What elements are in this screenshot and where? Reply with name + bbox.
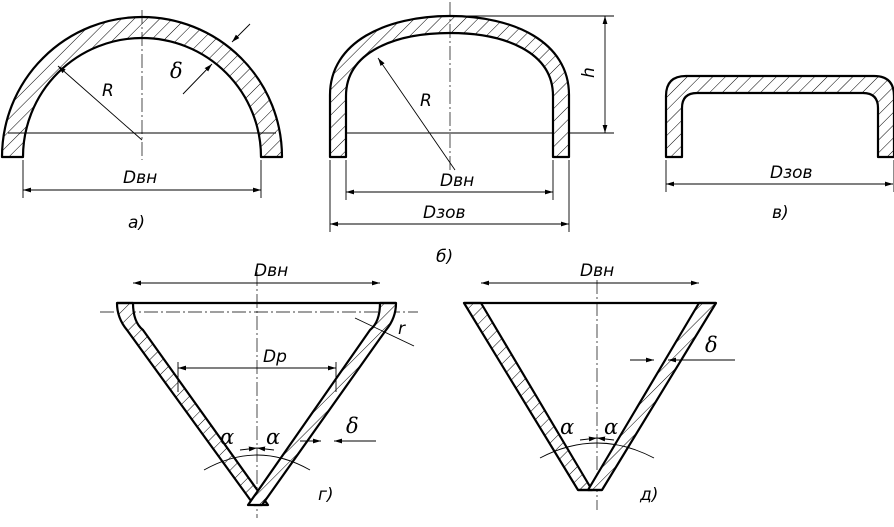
figure-d-left-wall xyxy=(462,301,594,492)
figure-v-wall xyxy=(664,74,894,159)
figure-d-alpha-left: α xyxy=(560,415,574,439)
figure-a-diameter-label: Dвн xyxy=(123,168,157,188)
figure-d-thickness-label: δ xyxy=(705,333,718,357)
figure-v-caption: в) xyxy=(772,203,789,223)
figure-g-angle-arc xyxy=(203,454,311,471)
figure-v-diameter-label: Dзов xyxy=(770,163,813,183)
figure-g-radius-label: r xyxy=(398,319,406,339)
figure-g-right-wall xyxy=(246,301,398,507)
figure-d-angle-arc xyxy=(539,442,655,459)
figure-g-angle-arrow-right xyxy=(256,446,275,452)
figure-g-alpha-right: α xyxy=(266,425,280,449)
figure-g-thickness-label: δ xyxy=(346,414,359,438)
figure-d-alpha-right: α xyxy=(604,415,618,439)
figure-a-caption: а) xyxy=(128,213,145,233)
figure-b-wall xyxy=(328,14,571,159)
figure-b-h-label: h xyxy=(579,67,599,78)
figure-d-conical-head: Dвн δ α α д) xyxy=(462,261,735,510)
figure-v-flat-head: Dзов в) xyxy=(664,74,894,223)
figure-b-elliptical-head: R h Dвн Dзов б) xyxy=(328,2,614,267)
figure-d-diameter-label: Dвн xyxy=(580,261,614,281)
figure-a-wall xyxy=(0,15,284,159)
figure-a-thickness-arrow-in xyxy=(182,63,213,95)
figure-g-radius-leader xyxy=(354,317,415,347)
figure-b-caption: б) xyxy=(436,247,453,267)
figure-g-alpha-left: α xyxy=(220,425,234,449)
figure-d-angle-arrow-left xyxy=(579,436,598,442)
figure-g-design-diameter-label: Dр xyxy=(263,347,287,367)
figure-a-radius-label: R xyxy=(102,81,114,101)
figure-b-radius-line xyxy=(377,57,456,171)
figure-g-caption: г) xyxy=(318,485,334,505)
figure-g-conical-head-flanged: Dвн Dр r δ α α г) xyxy=(100,261,418,518)
figure-d-right-wall xyxy=(586,301,718,492)
figure-a-thickness-arrow-out xyxy=(231,23,251,43)
figure-g-left-wall xyxy=(115,301,270,507)
figure-g-angle-arrow-left xyxy=(239,446,258,452)
figure-d-caption: д) xyxy=(639,485,658,505)
figure-g-diameter-label: Dвн xyxy=(254,261,288,281)
figure-a-radius-line xyxy=(57,65,143,141)
figure-b-radius-label: R xyxy=(420,91,432,111)
figure-a-thickness-label: δ xyxy=(170,59,183,83)
figure-b-inner-diameter-label: Dвн xyxy=(440,171,474,191)
figure-d-angle-arrow-right xyxy=(596,436,615,442)
figure-b-outer-diameter-label: Dзов xyxy=(423,203,466,223)
figure-a-hemispherical-head: R δ Dвн а) xyxy=(0,10,284,233)
